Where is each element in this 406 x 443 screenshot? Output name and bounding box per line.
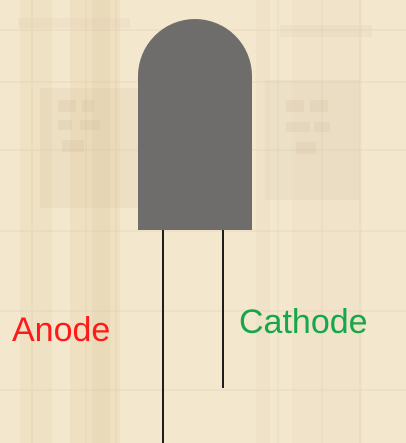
cathode-label: Cathode: [239, 303, 368, 341]
led-body: [138, 19, 252, 231]
anode-label: Anode: [12, 311, 111, 349]
